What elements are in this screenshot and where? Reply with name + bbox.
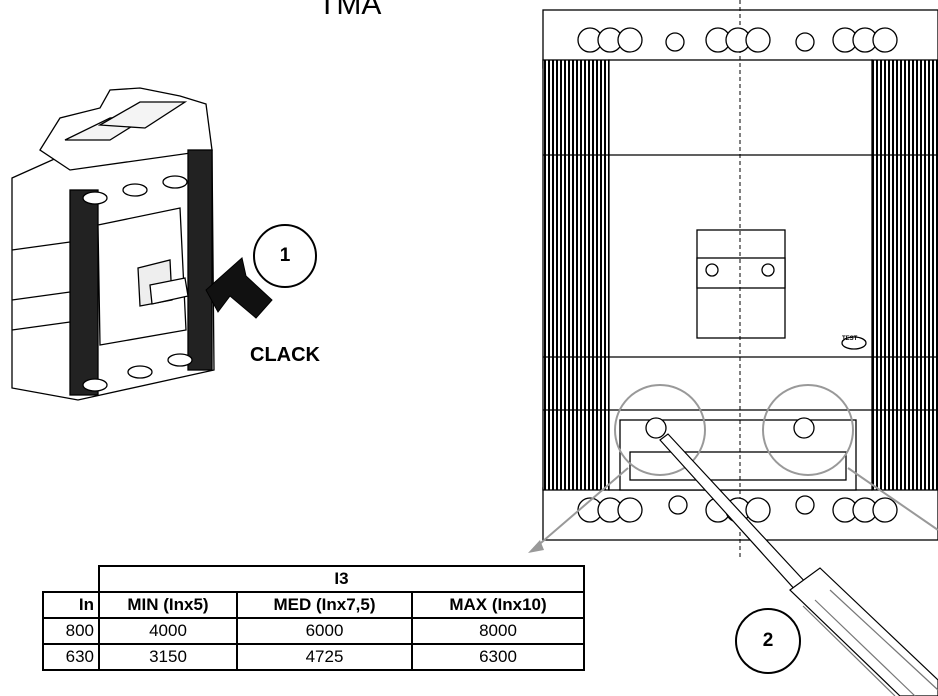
push-arrow-icon xyxy=(205,257,273,319)
table-row: 800 4000 6000 8000 xyxy=(42,617,585,645)
test-button-label: TEST xyxy=(842,336,858,342)
table-cell: 3150 xyxy=(98,643,238,671)
table-corner xyxy=(43,566,100,593)
column-header-max: MAX (Inx10) xyxy=(411,591,585,619)
terminal-icons xyxy=(577,27,898,523)
column-header-min: MIN (Inx5) xyxy=(98,591,238,619)
breaker-front-view xyxy=(542,0,938,560)
table-row: 630 3150 4725 6300 xyxy=(42,643,585,671)
table-cell: 800 xyxy=(42,617,100,645)
column-header-med: MED (Inx7,5) xyxy=(236,591,413,619)
figure-title: TMA xyxy=(318,0,382,21)
table-cell: 6300 xyxy=(411,643,585,671)
screwdriver-icon xyxy=(659,433,938,696)
table-cell: 6000 xyxy=(236,617,413,645)
column-header-in: In xyxy=(42,591,100,619)
table-group-row: I3 xyxy=(43,565,585,593)
i3-settings-table: I3 In MIN (Inx5) MED (Inx7,5) MAX (Inx10… xyxy=(42,565,585,671)
table-header-row: In MIN (Inx5) MED (Inx7,5) MAX (Inx10) xyxy=(42,591,585,619)
table-cell: 8000 xyxy=(411,617,585,645)
table-cell: 4725 xyxy=(236,643,413,671)
table-cell: 630 xyxy=(42,643,100,671)
step-2-marker: 2 xyxy=(735,608,801,674)
clack-label: CLACK xyxy=(250,344,320,366)
breaker-isometric xyxy=(11,87,215,401)
step-1-marker: 1 xyxy=(253,224,317,288)
table-group-header: I3 xyxy=(98,565,585,593)
table-cell: 4000 xyxy=(98,617,238,645)
